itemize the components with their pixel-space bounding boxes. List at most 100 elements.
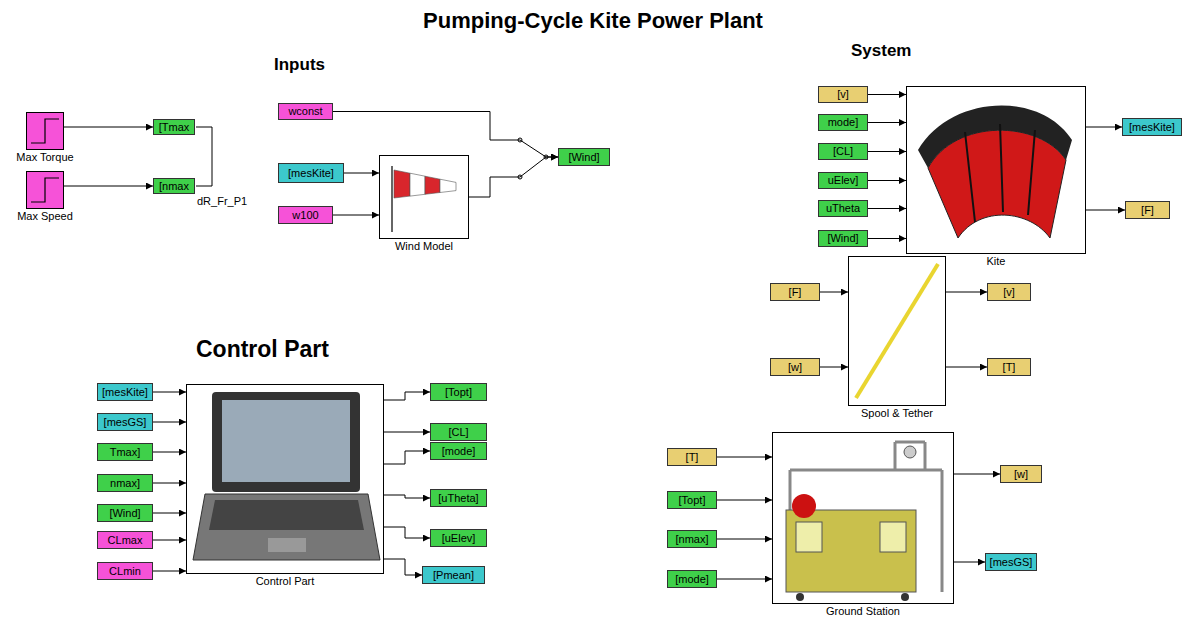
signal-line <box>153 422 186 423</box>
tag-text: nmax] <box>110 477 140 490</box>
tag-text: [mesKite] <box>102 386 148 399</box>
drawing-shape <box>209 500 364 530</box>
signal-tag: [mesKite] <box>97 383 153 401</box>
drawing-shape <box>789 470 792 512</box>
signal-tag: [uTheta] <box>430 489 487 507</box>
drawing-shape <box>440 179 456 192</box>
drawing-shape <box>941 470 944 592</box>
signal-line <box>153 540 186 541</box>
signal-line <box>954 562 985 563</box>
drawing-shape <box>391 166 393 232</box>
subsystem-block: Control Part <box>186 384 384 574</box>
drawing-shape <box>193 494 380 560</box>
signal-tag: [F] <box>770 283 820 301</box>
signal-line <box>820 292 848 293</box>
signal-tag: [Topt] <box>667 491 717 509</box>
signal-line <box>717 500 772 501</box>
subsystem-block: Kite <box>906 86 1086 254</box>
drawing-shape <box>425 176 440 194</box>
drawing-shape <box>222 400 350 482</box>
signal-line <box>868 151 906 152</box>
diagram-title: Pumping-Cycle Kite Power Plant <box>0 8 1186 34</box>
signal-tag: [v] <box>818 86 868 103</box>
signal-line <box>64 127 153 128</box>
signal-line <box>384 495 430 498</box>
subsystem-block: Max Torque <box>26 112 64 150</box>
block-label: dR_Fr_P1 <box>197 195 247 207</box>
signal-line <box>1086 127 1122 128</box>
tag-text: [F] <box>789 286 802 299</box>
drawing-shape <box>901 593 909 601</box>
signal-line <box>333 112 558 158</box>
tag-text: [Tmax <box>159 121 190 134</box>
signal-tag: [Pmean] <box>422 566 485 584</box>
tag-text: [uElev] <box>442 532 476 545</box>
signal-tag: [T] <box>987 358 1031 376</box>
signal-tag: w100 <box>278 206 333 224</box>
signal-line <box>946 292 987 293</box>
signal-tag: [nmax] <box>667 530 717 548</box>
block-name: Max Torque <box>16 151 73 163</box>
signal-line <box>384 392 430 400</box>
drawing-shape <box>31 119 59 143</box>
tag-text: [Wind] <box>827 232 858 245</box>
drawing-shape <box>880 522 906 552</box>
tag-text: wconst <box>288 105 322 118</box>
signal-tag: [T] <box>667 448 717 466</box>
tag-text: [T] <box>686 451 699 464</box>
subsystem-block: Spool & Tether <box>848 256 946 406</box>
signal-tag: [F] <box>1125 201 1170 219</box>
signal-tag: [w] <box>1000 465 1042 483</box>
signal-line <box>868 94 906 95</box>
section-heading: Control Part <box>196 336 329 363</box>
tag-text: CLmin <box>109 565 141 578</box>
drawing-shape <box>212 392 360 492</box>
signal-line <box>153 513 186 514</box>
tag-text: Tmax] <box>110 446 141 459</box>
signal-line <box>384 432 430 433</box>
drawing-shape <box>31 178 59 202</box>
signal-tag: CLmin <box>97 562 153 580</box>
block-name: Kite <box>987 255 1006 267</box>
tag-text: [nmax] <box>675 533 708 546</box>
tag-text: [F] <box>1141 204 1154 217</box>
tag-text: w100 <box>292 209 318 222</box>
signal-line <box>717 539 772 540</box>
signal-line <box>820 367 848 368</box>
signal-tag: mode] <box>818 114 868 131</box>
block-name: Ground Station <box>826 605 900 617</box>
drawing-shape <box>772 432 954 604</box>
drawing-shape <box>856 264 938 398</box>
signal-line <box>954 474 1000 475</box>
drawing-shape <box>906 86 1086 254</box>
section-heading: System <box>851 41 911 61</box>
tag-text: [nmax <box>159 180 189 193</box>
signal-tag: [Wind] <box>818 230 868 247</box>
drawing-shape <box>796 593 804 601</box>
signal-line <box>153 452 186 453</box>
tag-text: CLmax <box>108 534 143 547</box>
drawing-shape <box>26 171 64 209</box>
tag-text: [mesKite] <box>288 167 334 180</box>
signal-line <box>717 457 772 458</box>
signal-tag: [mesGS] <box>985 553 1037 571</box>
signal-tag: uElev] <box>818 172 868 189</box>
tag-text: [w] <box>1014 468 1028 481</box>
signal-line <box>868 238 906 239</box>
tag-text: [Topt] <box>445 386 472 399</box>
subsystem-block: Ground Station <box>772 432 954 604</box>
tag-text: [Wind] <box>568 151 599 164</box>
signal-line <box>868 208 906 209</box>
signal-tag: [CL] <box>430 423 487 441</box>
tag-text: [mesKite] <box>1129 121 1175 134</box>
drawing-shape <box>918 105 1072 168</box>
drawing-shape <box>848 256 946 406</box>
tag-text: [v] <box>1003 286 1015 299</box>
tag-text: [mode] <box>675 573 709 586</box>
drawing-shape <box>895 441 925 444</box>
signal-tag: [nmax <box>153 178 195 194</box>
subsystem-block: Wind Model <box>379 155 469 239</box>
signal-line <box>153 392 186 393</box>
signal-tag: [v] <box>987 283 1031 301</box>
